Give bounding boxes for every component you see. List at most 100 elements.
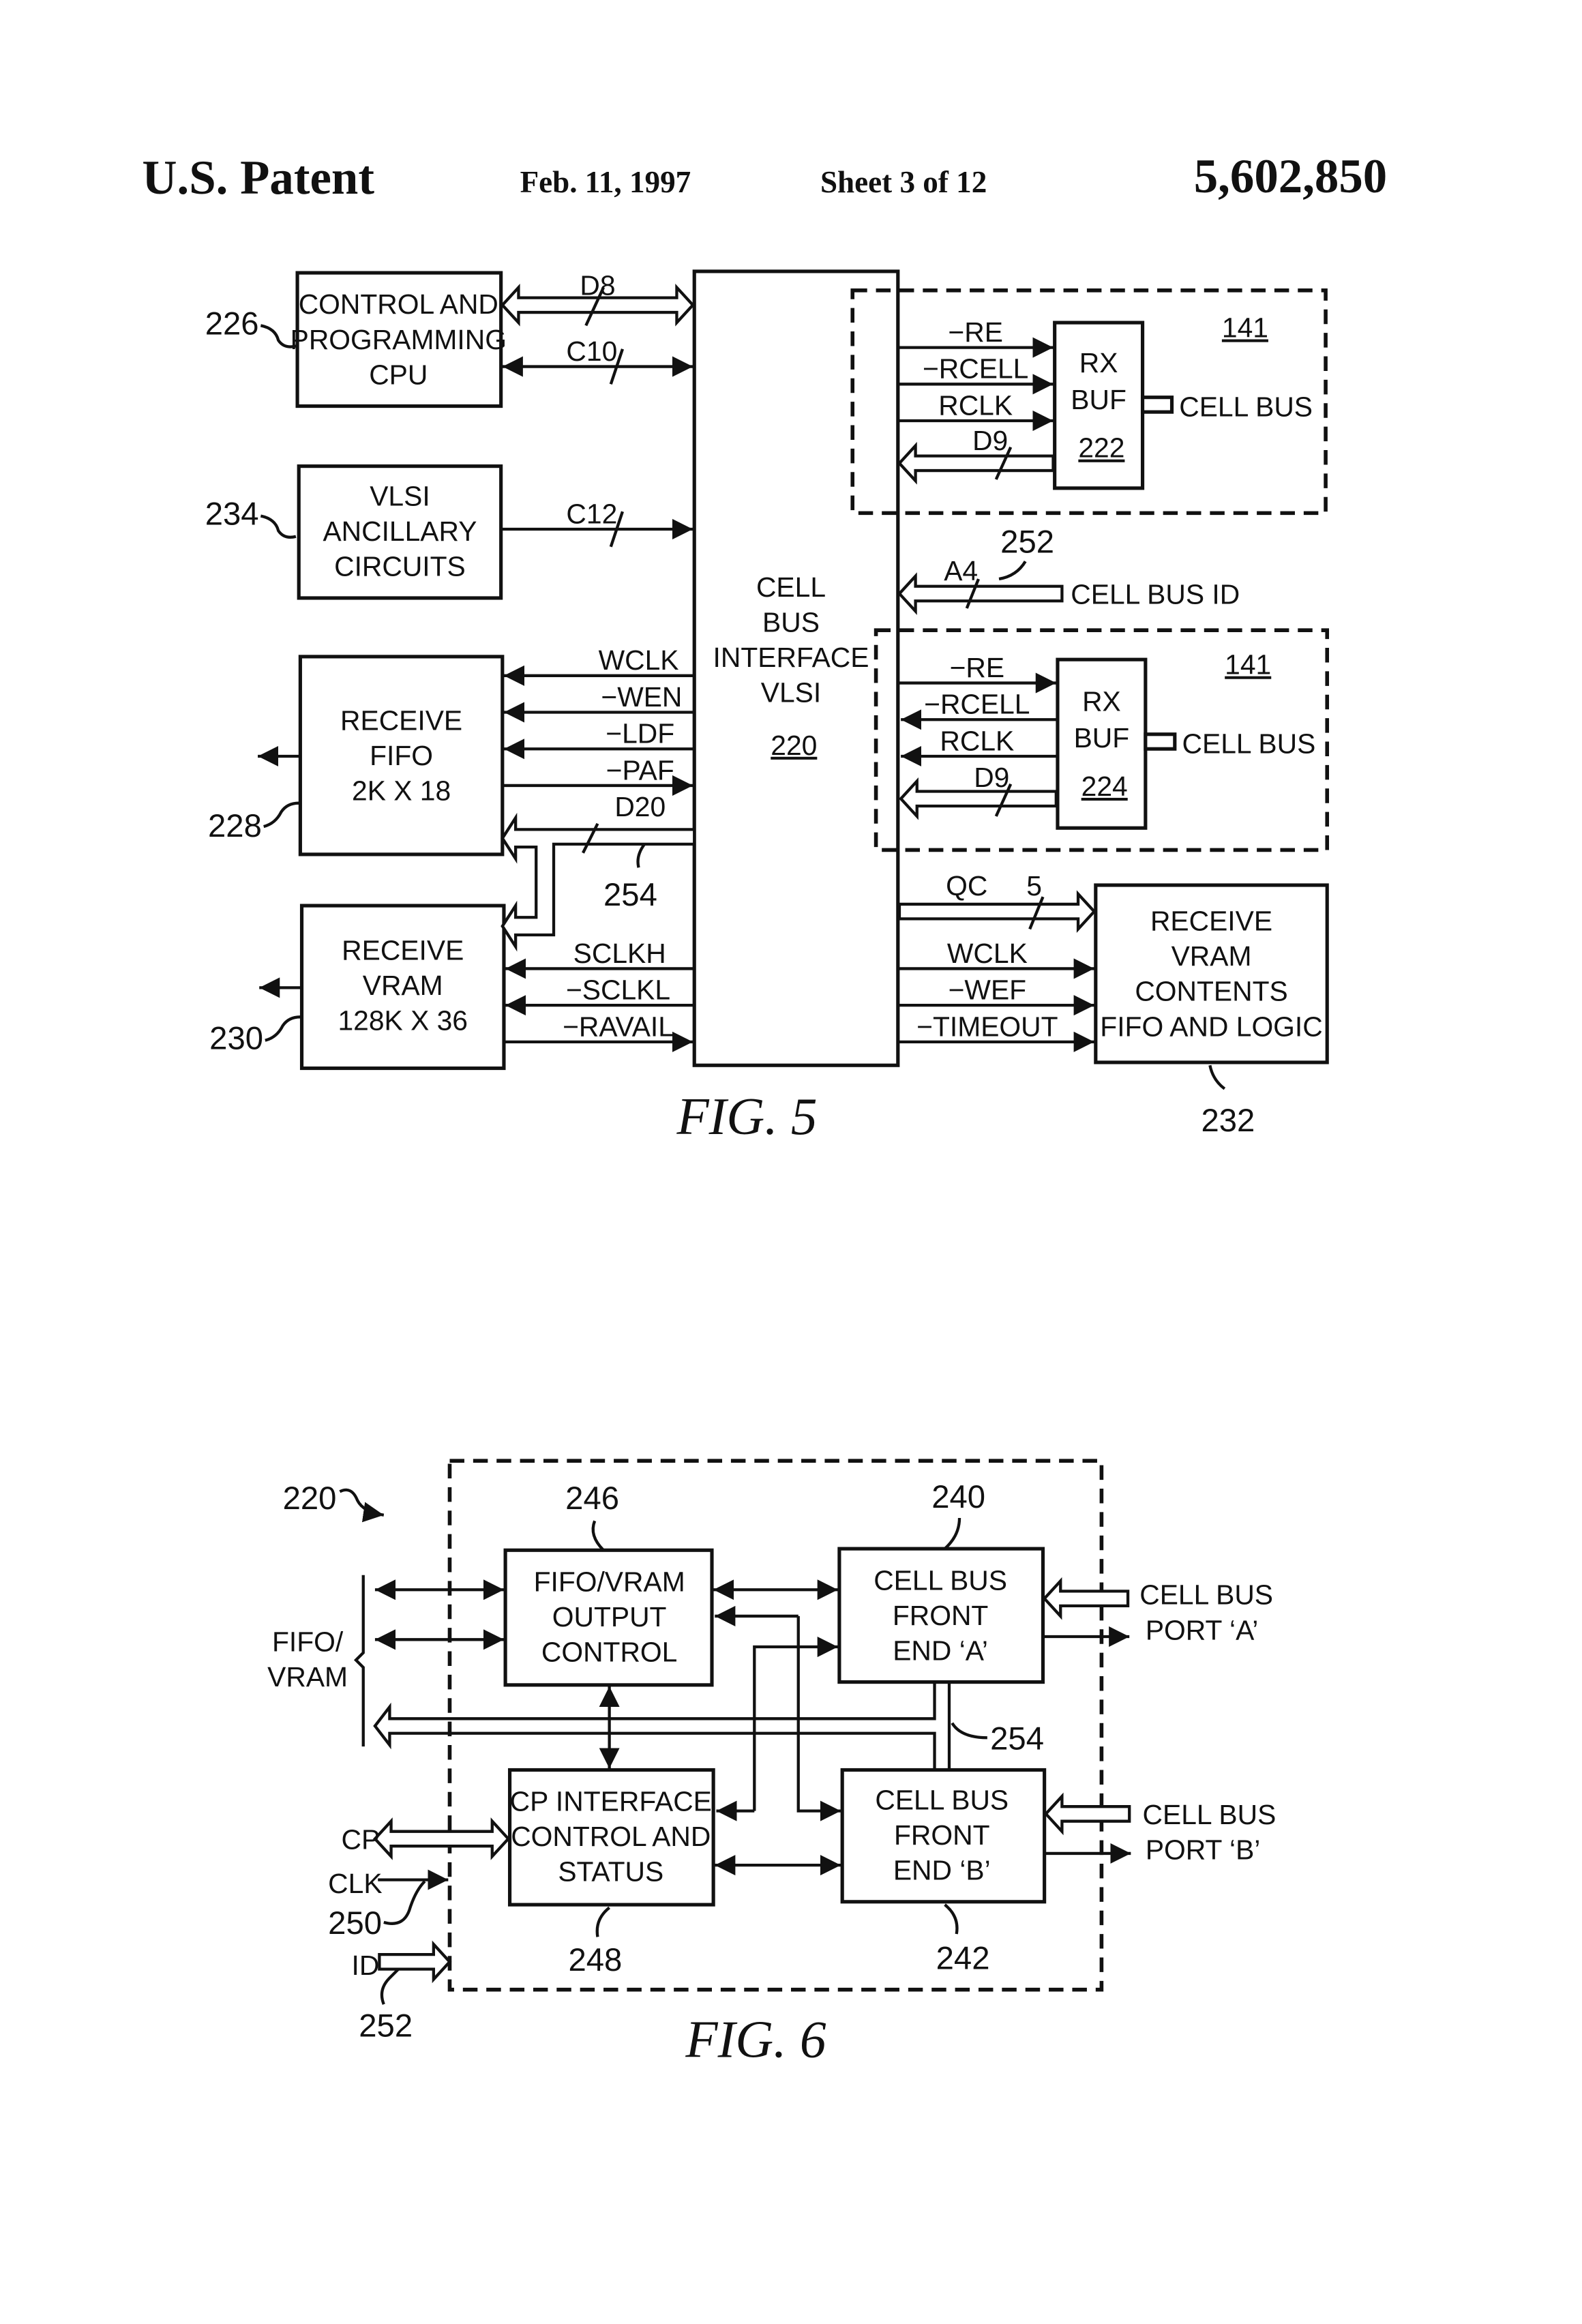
fea-label-line1: CELL BUS — [874, 1564, 1007, 1596]
cp-bus-arrow — [375, 1821, 508, 1857]
vram-label-line3: 128K X 36 — [338, 1005, 468, 1037]
ravail-label: −RAVAIL — [563, 1011, 674, 1042]
feb-label-line3: END ‘B’ — [893, 1855, 991, 1886]
patent-date: Feb. 11, 1997 — [520, 165, 691, 199]
rxbuf2-d9-label: D9 — [974, 762, 1009, 793]
d8-label: D8 — [580, 269, 615, 301]
vlsi-ref: 220 — [771, 730, 817, 761]
rxbuf2-re-label: −RE — [950, 652, 1005, 683]
leader-line — [264, 803, 299, 826]
rxbuf1-label-line2: BUF — [1071, 384, 1126, 415]
port-b-label-line2: PORT ‘B’ — [1146, 1834, 1261, 1866]
wef-label: −WEF — [949, 974, 1026, 1006]
port-a-label-line2: PORT ‘A’ — [1146, 1614, 1259, 1645]
oc-label-line3: CONTROL — [541, 1637, 677, 1668]
rxbuf2-label-line1: RX — [1082, 685, 1121, 717]
leader-line — [382, 1969, 398, 2005]
port-a-input-arrow — [1045, 1581, 1128, 1616]
id-bus-arrow — [379, 1944, 449, 1980]
sclkl-label: −SCLKL — [566, 974, 670, 1006]
vram-label-line1: RECEIVE — [342, 935, 464, 966]
timeout-label: −TIMEOUT — [916, 1011, 1058, 1042]
c10-label: C10 — [566, 336, 617, 367]
leader-line — [384, 1881, 425, 1924]
cell-bus-connector-icon — [1146, 734, 1175, 749]
contents-label-line3: CONTENTS — [1135, 976, 1287, 1007]
leader-line — [952, 1723, 987, 1738]
internal-bus-254 — [375, 1682, 949, 1770]
cp-ref: 248 — [568, 1942, 622, 1978]
hollow-arrow-shape — [375, 1821, 508, 1857]
rxbuf2-bus-label: CELL BUS — [1182, 728, 1316, 760]
vlsi-label-line1: CELL — [756, 571, 826, 603]
feb-label-line2: FRONT — [894, 1819, 990, 1851]
cell-bus-id-arrow — [899, 576, 1062, 612]
feb-ref: 242 — [936, 1941, 990, 1977]
rxbuf1-rcell-label: −RCELL — [923, 353, 1028, 385]
leader-line — [999, 561, 1026, 579]
figure-6: 220 FIFO/VRAM OUTPUT CONTROL 246 CELL BU… — [267, 1461, 1276, 2068]
fifo-label-line3: 2K X 18 — [352, 775, 451, 806]
id-ref: 252 — [359, 2008, 413, 2044]
fig6-ref: 220 — [283, 1480, 337, 1517]
ancillary-label-line1: VLSI — [370, 481, 430, 512]
vram-ref: 230 — [209, 1021, 263, 1057]
cpu-label-line3: CPU — [369, 359, 428, 390]
rxbuf2-rclk-label: RCLK — [940, 725, 1014, 756]
rxbuf1-ref: 222 — [1078, 432, 1124, 464]
patent-number: 5,602,850 — [1194, 150, 1388, 203]
hollow-arrow-shape — [1046, 1796, 1129, 1832]
port-a-label-line1: CELL BUS — [1139, 1579, 1273, 1611]
cp-label: CP — [342, 1823, 380, 1855]
page-header: U.S. Patent Feb. 11, 1997 Sheet 3 of 12 … — [142, 150, 1387, 205]
patent-label: U.S. Patent — [142, 151, 374, 205]
hollow-arrow-shape — [1045, 1581, 1128, 1616]
ancillary-label-line2: ANCILLARY — [323, 516, 477, 547]
cp-label-line2: CONTROL AND — [511, 1821, 711, 1852]
fifo-vram-brace — [356, 1575, 363, 1746]
rxbuf1-group-ref: 141 — [1222, 312, 1268, 344]
hollow-arrow-shape — [899, 576, 1062, 612]
a4-label: A4 — [944, 555, 978, 586]
contents-label-line4: FIFO AND LOGIC — [1100, 1011, 1322, 1042]
contents-label-line2: VRAM — [1171, 940, 1252, 972]
d20-bus-ref: 254 — [603, 877, 657, 913]
sheet-number: Sheet 3 of 12 — [820, 165, 987, 199]
fifo-label-line1: RECEIVE — [340, 704, 462, 736]
oc-feb-link — [799, 1616, 841, 1811]
rxbuf2-ref: 224 — [1081, 771, 1128, 802]
hollow-arrow-shape — [899, 894, 1094, 929]
hollow-arrow-shape — [379, 1944, 449, 1980]
c12-label: C12 — [566, 498, 617, 529]
vlsi-label-line2: BUS — [762, 606, 820, 638]
rxbuf1-label-line1: RX — [1079, 347, 1118, 378]
fifo-vram-label-line2: VRAM — [267, 1661, 348, 1693]
vlsi-label-line3: INTERFACE — [713, 642, 869, 673]
ldf-label: −LDF — [606, 718, 674, 749]
rxbuf2-rcell-label: −RCELL — [924, 689, 1030, 720]
cpu-label-line1: CONTROL AND — [299, 288, 498, 320]
wclk-label: WCLK — [599, 644, 679, 676]
leader-line — [597, 1907, 610, 1937]
cpu-ref: 226 — [205, 306, 259, 342]
sclkh-label: SCLKH — [573, 938, 666, 969]
contents-ref: 232 — [1201, 1103, 1255, 1139]
oc-ref: 246 — [565, 1480, 619, 1517]
figure-6-caption: FIG. 6 — [685, 2010, 826, 2069]
leader-line — [260, 516, 296, 537]
feb-label-line1: CELL BUS — [875, 1784, 1009, 1815]
leader-line — [265, 1017, 301, 1040]
cell-bus-id-label: CELL BUS ID — [1071, 579, 1240, 610]
leader-arrow — [340, 1490, 383, 1515]
cpu-label-line2: PROGRAMMING — [290, 324, 507, 355]
id-label: ID — [352, 1950, 380, 1981]
wclk2-label: WCLK — [947, 938, 1028, 969]
paf-label: −PAF — [606, 754, 674, 786]
rxbuf1-d9-label: D9 — [972, 425, 1008, 456]
ancillary-ref: 234 — [205, 496, 259, 533]
port-b-label-line1: CELL BUS — [1143, 1799, 1277, 1830]
rxbuf1-re-label: −RE — [948, 316, 1003, 348]
cell-bus-id-ref: 252 — [1000, 524, 1054, 560]
fea-ref: 240 — [931, 1479, 985, 1515]
